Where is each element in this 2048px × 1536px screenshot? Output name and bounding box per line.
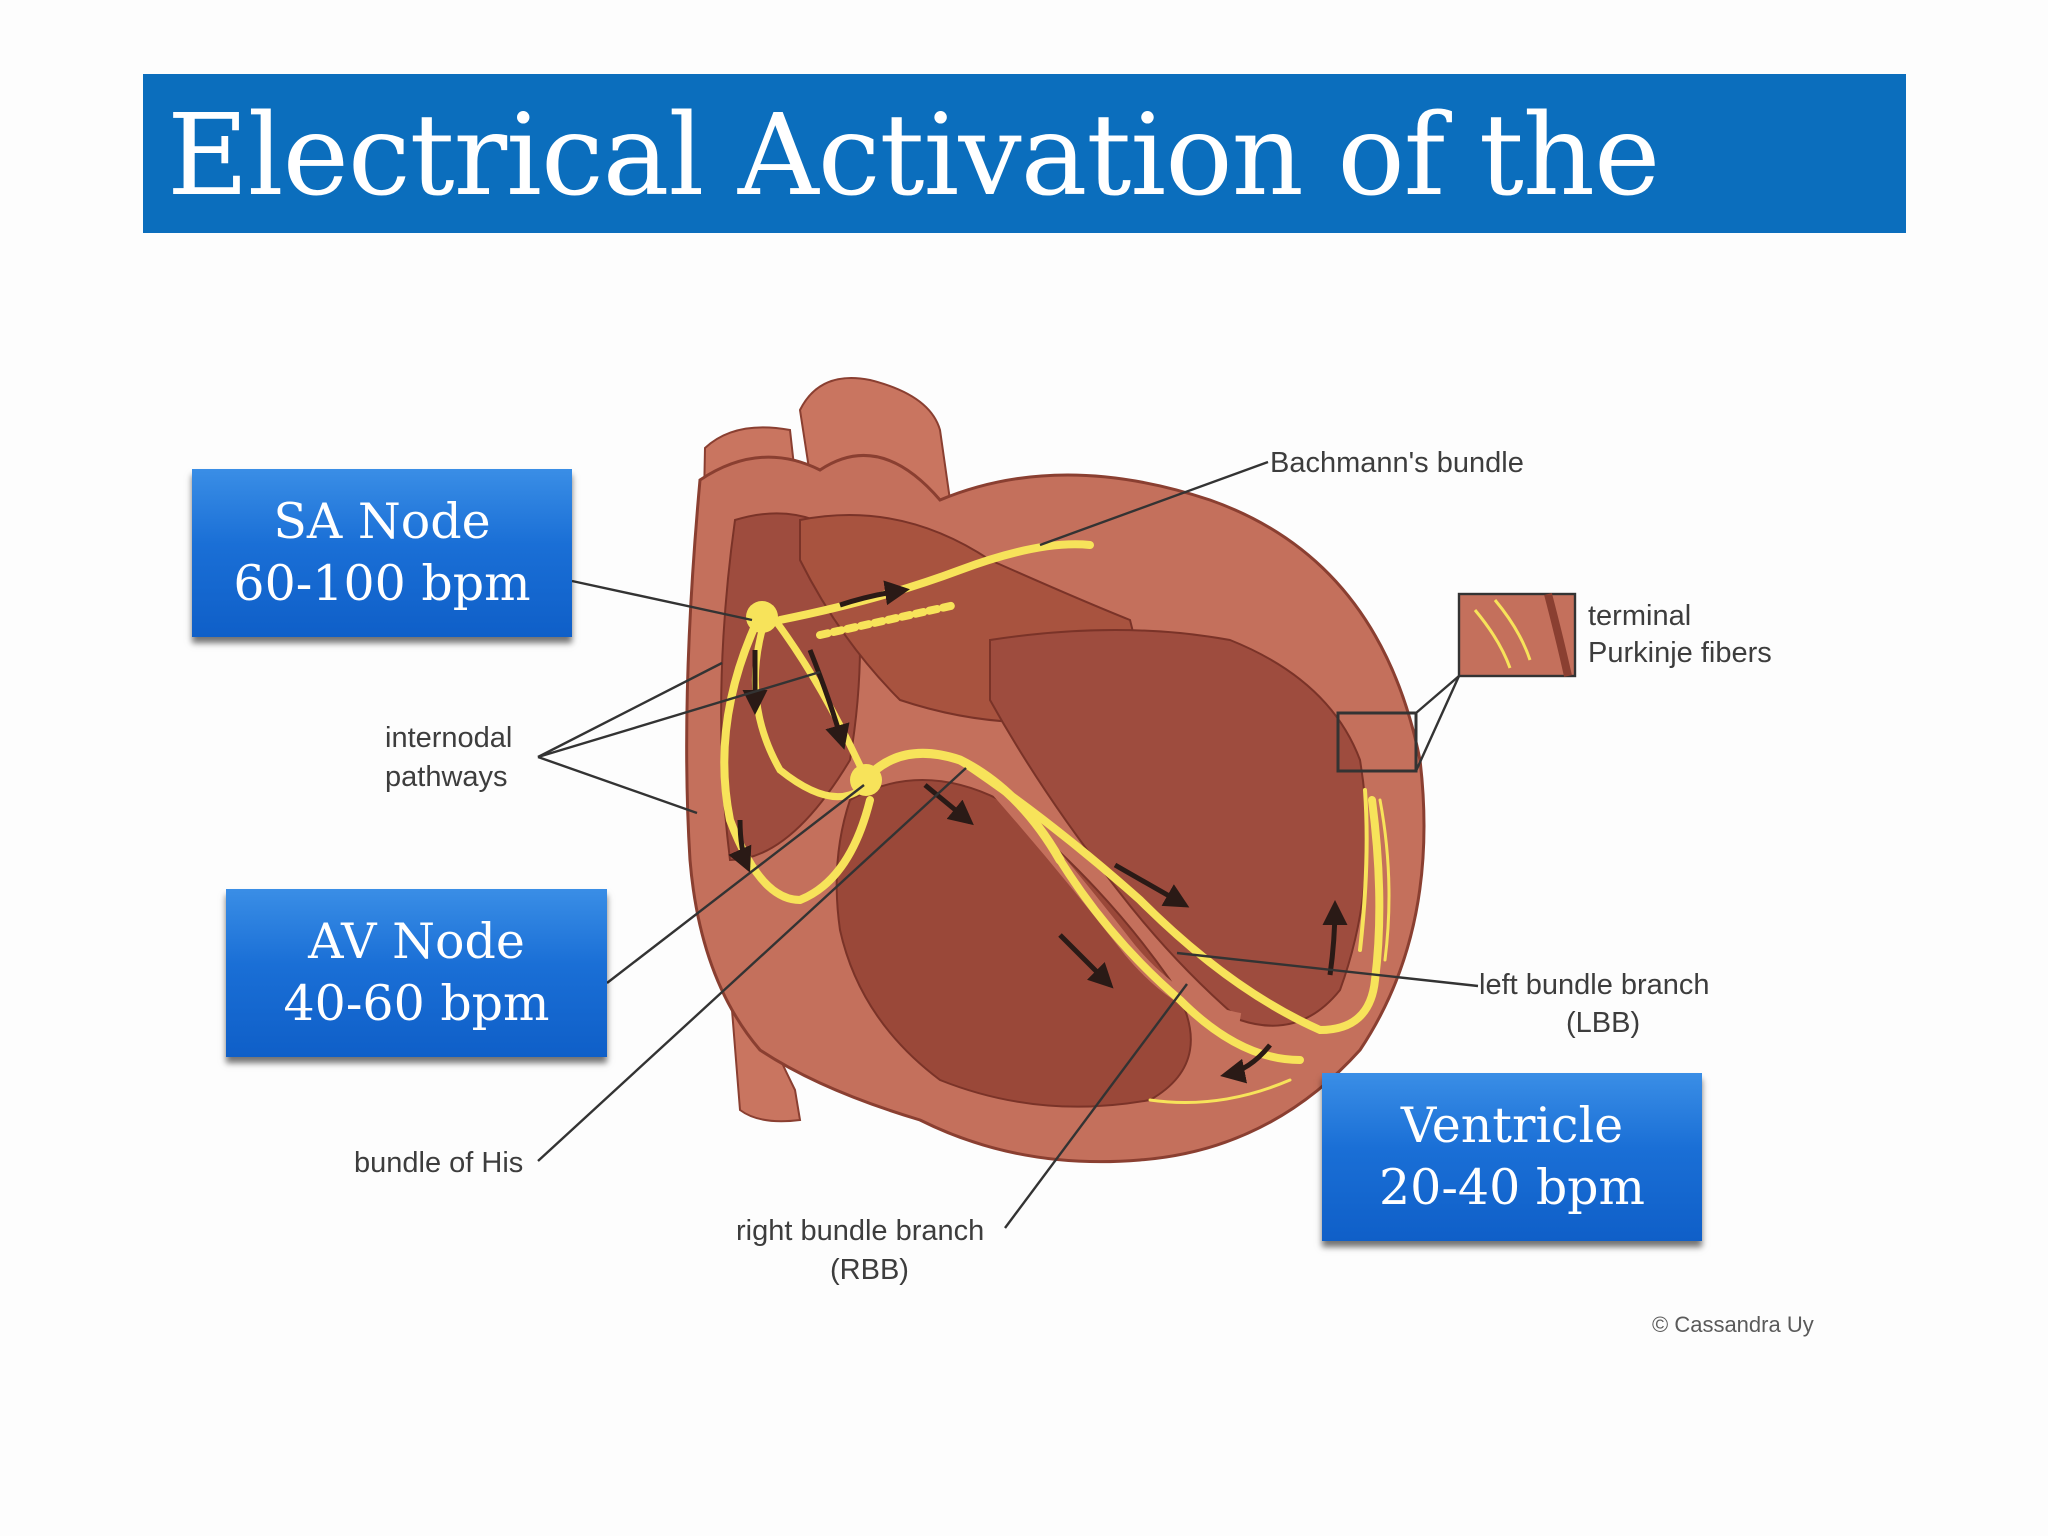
label-internodal-2: pathways: [385, 761, 508, 793]
label-terminal-1: terminal: [1588, 600, 1691, 632]
diagram-labels: Bachmann's bundle terminal Purkinje fibe…: [354, 447, 1814, 1337]
leader-lines: [537, 460, 1577, 1229]
slide-title: Electrical Activation of the: [167, 91, 1660, 221]
label-rbb-1: right bundle branch: [736, 1215, 984, 1247]
label-rbb-2: (RBB): [830, 1254, 909, 1286]
label-internodal-1: internodal: [385, 722, 512, 754]
ventricle-name: Ventricle: [1400, 1097, 1624, 1154]
title-bar: Electrical Activation of the: [143, 74, 1906, 233]
flow-arrows: [728, 580, 1348, 1084]
av-node-callout: AV Node 40-60 bpm: [226, 889, 607, 1057]
sa-node-rate: 60-100 bpm: [233, 555, 531, 612]
label-copyright: © Cassandra Uy: [1652, 1312, 1814, 1337]
label-bundle-of-his: bundle of His: [354, 1147, 523, 1179]
conduction-system: [720, 540, 1391, 1104]
label-lbb-1: left bundle branch: [1479, 969, 1710, 1001]
sa-node-name: SA Node: [273, 493, 491, 550]
av-node-rate: 40-60 bpm: [283, 975, 550, 1032]
label-bachmann: Bachmann's bundle: [1270, 447, 1524, 479]
ventricle-callout: Ventricle 20-40 bpm: [1322, 1073, 1702, 1241]
sa-node-callout: SA Node 60-100 bpm: [192, 469, 572, 637]
ventricle-rate: 20-40 bpm: [1378, 1159, 1646, 1216]
heart-illustration: [685, 377, 1426, 1164]
label-lbb-2: (LBB): [1566, 1007, 1640, 1039]
label-terminal-2: Purkinje fibers: [1588, 637, 1772, 669]
av-node-name: AV Node: [308, 913, 525, 970]
